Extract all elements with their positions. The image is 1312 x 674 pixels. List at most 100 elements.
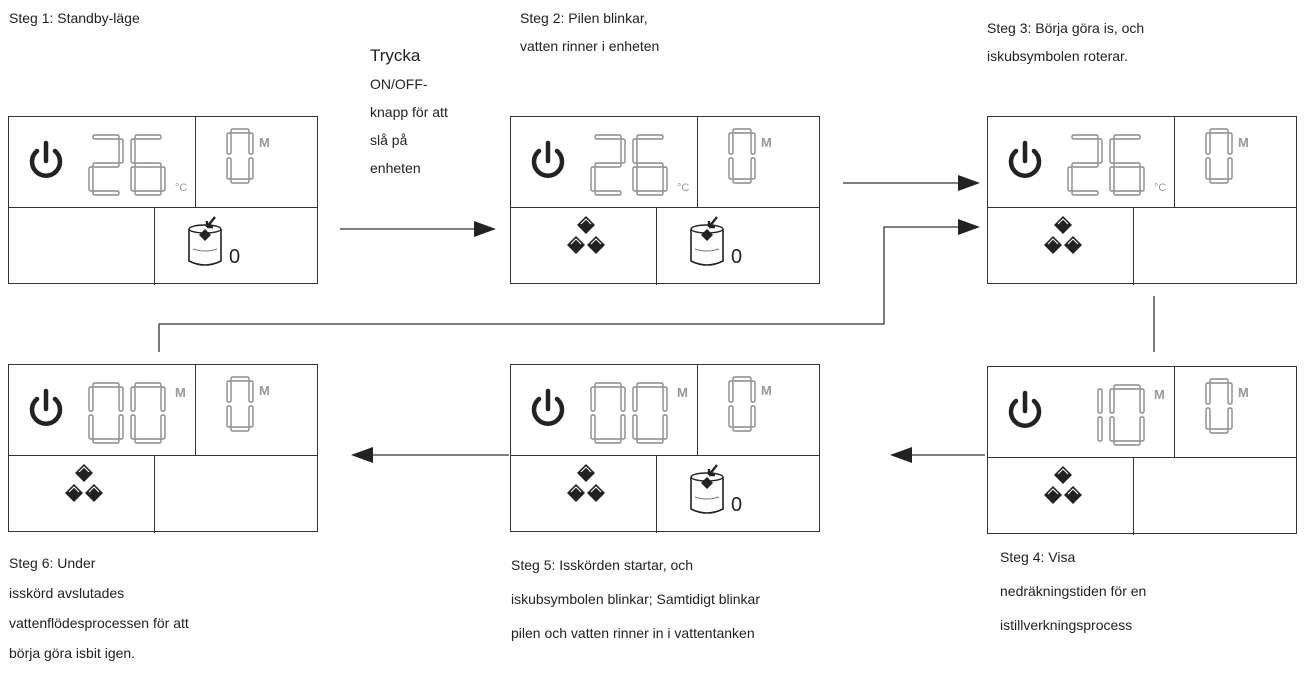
panel-divider (511, 207, 819, 208)
digit-segment (226, 405, 232, 428)
main-digit (130, 382, 166, 444)
inflow-arrow (205, 216, 216, 229)
digit-segment (134, 134, 162, 140)
caption-line: Steg 4: Visa (1000, 549, 1076, 565)
digit-segment (1227, 132, 1233, 155)
digit-segment (632, 138, 638, 164)
press-instruction: Trycka ON/OFF- knapp för att slå på enhe… (370, 42, 448, 182)
digit-segment (1209, 128, 1229, 134)
digit-segment (130, 414, 136, 440)
main-unit: M (1154, 387, 1165, 402)
caption-line: vatten rinner i enheten (520, 38, 660, 54)
side-digit (1205, 128, 1233, 184)
digit-segment (1205, 382, 1211, 405)
panel-divider (988, 457, 1296, 458)
digit-segment (636, 134, 664, 140)
panel-divider (195, 117, 196, 207)
press-line: knapp för att (370, 104, 448, 120)
digit-segment (1071, 190, 1099, 196)
digit-segment (134, 382, 162, 388)
ice-cube-icon (567, 216, 605, 254)
digit-segment (594, 134, 622, 140)
water-tank-icon: 0 (690, 464, 742, 516)
caption-step-5: Steg 5: Isskörden startar, och iskubsymb… (511, 548, 760, 650)
digit-segment (130, 138, 136, 164)
digit-segment (248, 380, 254, 403)
side-display: M (226, 376, 270, 432)
digit-segment (590, 414, 596, 440)
digit-segment (732, 376, 752, 382)
side-unit: M (761, 135, 772, 150)
caption-line: Steg 1: Standby-läge (9, 10, 140, 26)
main-display: M (1097, 384, 1165, 446)
press-line: Trycka (370, 46, 421, 65)
digit-segment (226, 132, 232, 155)
side-display: M (1205, 128, 1249, 184)
digit-segment (662, 414, 668, 440)
ice-cube (567, 484, 585, 502)
digit-segment (632, 414, 638, 440)
ice-cube (587, 484, 605, 502)
digit-segment (230, 376, 250, 382)
digit-segment (1113, 134, 1141, 140)
ice-cube (567, 236, 585, 254)
caption-step-1: Steg 1: Standby-läge (9, 4, 140, 32)
press-line: slå på (370, 132, 408, 148)
ice-cube-icon (65, 464, 103, 502)
digit-segment (590, 386, 596, 412)
digit-segment (662, 386, 668, 412)
side-digit (226, 376, 254, 432)
digit-segment (1139, 166, 1145, 192)
digit-segment (1205, 407, 1211, 430)
digit-segment (160, 386, 166, 412)
caption-line: istillverkningsprocess (1000, 617, 1133, 633)
main-unit: M (677, 385, 688, 400)
main-digit (1097, 388, 1103, 442)
digit-segment (1139, 388, 1145, 414)
ice-cube (1064, 486, 1082, 504)
digit-segment (226, 157, 232, 180)
digit-segment (1097, 416, 1103, 442)
side-display: M (226, 128, 270, 184)
ice-cube-icon (567, 464, 605, 502)
digit-segment (1227, 382, 1233, 405)
side-digit (728, 376, 756, 432)
digit-segment (732, 128, 752, 134)
caption-line: Steg 3: Börja göra is, och (987, 20, 1145, 36)
digit-segment (160, 166, 166, 192)
ice-cube-highlight (590, 486, 602, 493)
digit-segment (1205, 132, 1211, 155)
caption-line: vattenflödesprocessen för att (9, 615, 189, 631)
digit-segment (248, 405, 254, 428)
ice-cube-highlight (1047, 238, 1059, 245)
main-digit (88, 134, 124, 196)
digit-segment (1109, 166, 1115, 192)
main-unit: °C (677, 182, 689, 194)
digit-segment (92, 190, 120, 196)
digit-segment (632, 386, 638, 412)
caption-step-4: Steg 4: Visa nedräkningstiden för en ist… (1000, 540, 1146, 642)
power-icon (531, 388, 565, 426)
side-unit: M (1238, 135, 1249, 150)
digit-segment (728, 380, 734, 403)
digit-segment (1113, 190, 1141, 196)
panel-divider (656, 207, 657, 285)
caption-step-2: Steg 2: Pilen blinkar, vatten rinner i e… (520, 4, 659, 60)
panel-divider (697, 365, 698, 455)
press-line: ON/OFF- (370, 76, 428, 92)
digit-segment (750, 157, 756, 180)
power-icon (29, 388, 63, 426)
main-digit (632, 382, 668, 444)
tank-value: 0 (731, 494, 742, 516)
digit-segment (620, 414, 626, 440)
ice-cube-highlight (1057, 218, 1069, 225)
digit-segment (636, 190, 664, 196)
digit-segment (92, 162, 120, 168)
digit-segment (728, 405, 734, 428)
main-display: M (590, 382, 688, 444)
main-digit (88, 382, 124, 444)
digit-segment (728, 132, 734, 155)
